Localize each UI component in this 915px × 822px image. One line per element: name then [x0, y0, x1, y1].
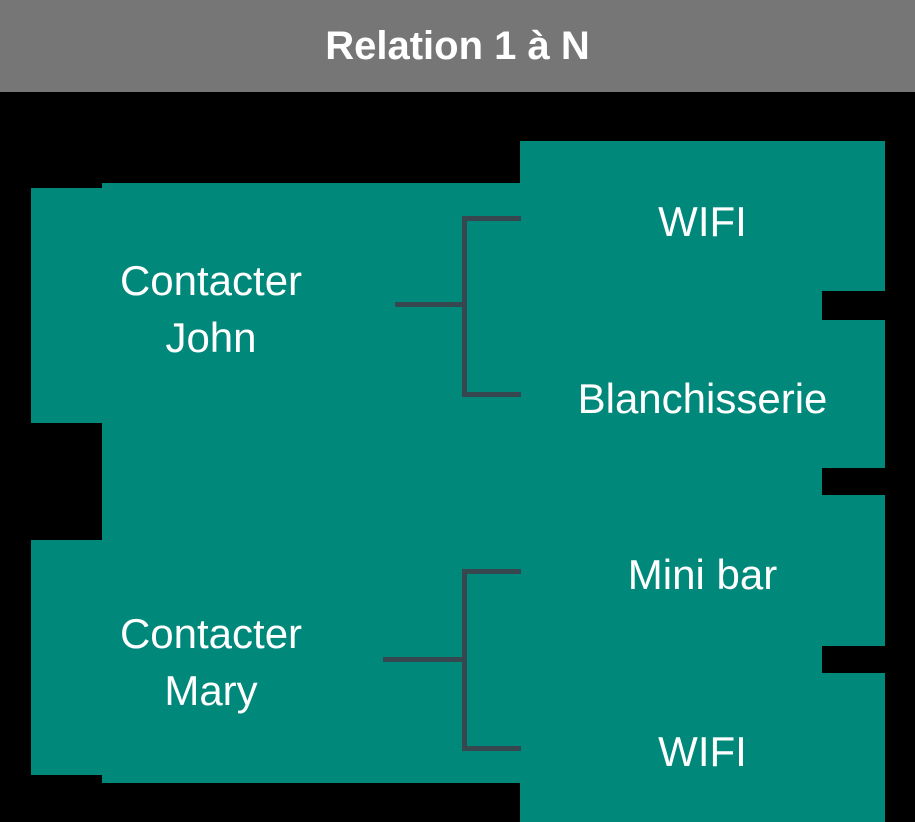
- bracket-john-arm-top: [462, 216, 521, 221]
- bracket-john-arm-bottom: [462, 392, 521, 397]
- right-column-shape: [520, 141, 822, 822]
- node-contacter-mary-shape-left: [31, 540, 102, 775]
- node-label-wifi-1: WIFI: [658, 198, 747, 245]
- node-label-wifi-2: WIFI: [658, 728, 747, 775]
- bracket-mary-stem: [383, 657, 465, 662]
- bracket-mary-arm-top: [462, 569, 521, 574]
- node-label-contacter-john: Contacter John: [119, 257, 303, 362]
- node-label-mini-bar: Mini bar: [627, 551, 778, 598]
- right-column-tab-4: [822, 673, 885, 822]
- node-contacter-john-shape-left: [31, 188, 102, 423]
- node-label-contacter-mary: Contacter Mary: [119, 610, 303, 715]
- right-column-tab-2: [822, 320, 885, 468]
- right-column-tab-1: [822, 141, 885, 291]
- page-title: Relation 1 à N: [325, 24, 590, 68]
- bracket-john-stem: [395, 302, 465, 307]
- left-column-connector-shape: [102, 423, 520, 540]
- node-label-blanchisserie: Blanchisserie: [577, 375, 828, 422]
- header-bar: Relation 1 à N: [0, 0, 915, 92]
- right-column-tab-3: [822, 495, 885, 646]
- bracket-mary-arm-bottom: [462, 746, 521, 751]
